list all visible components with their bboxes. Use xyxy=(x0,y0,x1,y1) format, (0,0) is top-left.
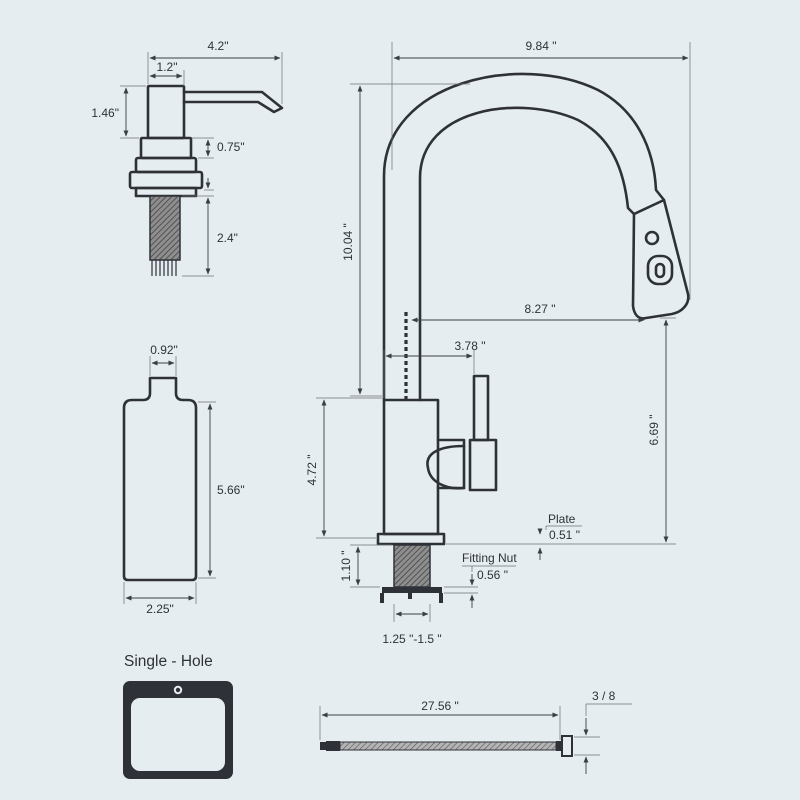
bottle-neck-label: 0.92" xyxy=(150,343,178,357)
plate-dimension: Plate 0.51 " xyxy=(537,512,582,560)
spout-reach-label: 8.27 " xyxy=(525,302,556,316)
pump-drawing xyxy=(128,84,284,276)
body-height-label: 4.72 " xyxy=(305,455,319,486)
pump-head-height-dimension: 1.46" xyxy=(91,85,146,139)
pump-head-width-dimension: 1.2" xyxy=(149,60,185,86)
fitting-nut-dimension: Fitting Nut 0.56 " xyxy=(444,551,517,608)
pump-head-width-label: 1.2" xyxy=(157,60,178,74)
hole-size-label: 1.25 "-1.5 " xyxy=(382,632,441,646)
shank-height-label: 1.10 " xyxy=(339,551,353,582)
spout-reach-dimension: 8.27 " xyxy=(411,302,645,323)
handle-offset-label: 3.78 " xyxy=(455,339,486,353)
shank-height-dimension: 1.10 " xyxy=(339,544,392,588)
pump-collar-dimension: 0.75" xyxy=(192,137,245,159)
bottle-width-dimension: 2.25" xyxy=(123,582,197,616)
plate-value: 0.51 " xyxy=(549,528,580,542)
fitting-nut-label: Fitting Nut xyxy=(462,551,517,565)
hose-drawing xyxy=(320,735,573,757)
single-hole-sink: Single - Hole xyxy=(123,653,233,779)
pump-thread-label: 2.4" xyxy=(217,231,238,245)
pump-thread-dimension: 2.4" xyxy=(182,178,238,277)
hose-thread-dimension: 3 / 8 xyxy=(574,689,632,774)
hose-thread-label: 3 / 8 xyxy=(592,689,616,703)
bottle-width-label: 2.25" xyxy=(146,602,174,616)
hose-length-label: 27.56 " xyxy=(421,699,459,713)
hole-size-dimension: 1.25 "-1.5 " xyxy=(382,604,442,646)
hose: 27.56 " 3 / 8 xyxy=(319,689,632,774)
handle-offset-dimension: 3.78 " xyxy=(383,339,486,398)
faucet-drawing xyxy=(376,72,690,603)
fitting-nut-value: 0.56 " xyxy=(477,568,508,582)
hose-length-dimension: 27.56 " xyxy=(319,699,561,740)
bottle-drawing xyxy=(122,376,198,582)
body-height-dimension: 4.72 " xyxy=(305,397,382,539)
bottle-neck-dimension: 0.92" xyxy=(149,343,178,376)
pump-collar-label: 0.75" xyxy=(217,140,245,154)
soap-bottle: 0.92" 5.66" 2.25" xyxy=(122,343,245,616)
plate-label: Plate xyxy=(548,512,576,526)
sink-label: Single - Hole xyxy=(124,653,213,670)
faucet-reach-dimension: 9.84 " xyxy=(391,39,691,300)
faucet-reach-label: 9.84 " xyxy=(526,39,557,53)
faucet: 9.84 " 10.04 " 8.27 " 3.78 " 4.72 " xyxy=(305,39,691,646)
sprayer-clearance-dimension: 6.69 " xyxy=(446,317,676,545)
soap-pump: 4.2" 1.2" 1.46" 0.75" 2.4 xyxy=(91,39,284,277)
spout-height-dimension: 10.04 " xyxy=(341,83,470,397)
bottle-height-label: 5.66" xyxy=(217,483,245,497)
pump-width-label: 4.2" xyxy=(208,39,229,53)
sprayer-clearance-label: 6.69 " xyxy=(647,415,661,446)
pump-head-height-label: 1.46" xyxy=(91,106,119,120)
pump-width-dimension: 4.2" xyxy=(147,39,283,104)
spout-height-label: 10.04 " xyxy=(341,223,355,261)
bottle-height-dimension: 5.66" xyxy=(198,401,245,579)
